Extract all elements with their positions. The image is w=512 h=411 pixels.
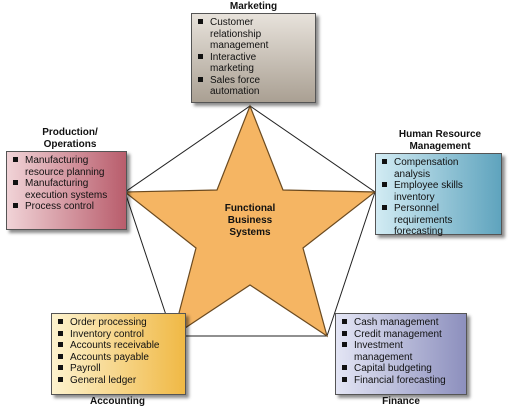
- bullet-icon: [198, 53, 203, 59]
- finance-list: Cash management Credit management Invest…: [342, 317, 462, 386]
- list-item: Accounts payable: [58, 352, 181, 364]
- hr-box: Compensation analysis Employee skills in…: [375, 153, 502, 238]
- list-item: forecasting: [394, 226, 443, 237]
- hr-list: Compensation analysis Employee skills in…: [382, 157, 497, 238]
- list-item: inventory: [394, 191, 435, 203]
- bullet-icon: [58, 365, 63, 370]
- bullet-icon: [58, 353, 63, 359]
- center-label-line2: Business: [227, 215, 273, 226]
- bullet-icon: [58, 342, 63, 347]
- bullet-icon: [58, 330, 63, 336]
- center-label: Functional Business Systems: [208, 203, 292, 239]
- list-item: Customer: [198, 17, 311, 29]
- hr-box-bg: [375, 153, 502, 235]
- production-heading: Production/ Operations: [42, 127, 98, 150]
- list-item: analysis: [394, 168, 431, 180]
- bullet-icon: [342, 365, 347, 370]
- list-item: Personnel requirements: [382, 203, 497, 226]
- finance-heading: Finance: [382, 396, 420, 407]
- list-item: Employee skills: [382, 180, 497, 192]
- list-item: Process control: [13, 201, 122, 213]
- pentagon-outline: [124, 105, 376, 337]
- list-item: Capital budgeting: [342, 363, 462, 375]
- list-item: Interactive: [198, 52, 311, 64]
- list-item: management: [210, 40, 269, 51]
- bullet-icon: [382, 159, 387, 164]
- center-label-line1: Functional: [224, 203, 276, 214]
- production-list: Manufacturing resource planning Manufact…: [13, 155, 122, 213]
- marketing-box: Customer relationship management Interac…: [191, 13, 316, 103]
- list-item: Cash management: [342, 317, 462, 329]
- accounting-heading: Accounting: [90, 396, 145, 407]
- list-item: General ledger: [58, 375, 181, 387]
- list-item: Credit management: [342, 329, 462, 341]
- bullet-icon: [342, 342, 347, 347]
- bullet-icon: [198, 19, 203, 24]
- bullet-icon: [58, 376, 63, 382]
- bullet-icon: [342, 330, 347, 336]
- list-item: Payroll: [58, 363, 181, 375]
- list-item: relationship: [210, 28, 262, 40]
- marketing-list: Customer relationship management Interac…: [198, 17, 311, 98]
- center-label-line3: Systems: [229, 227, 271, 238]
- bullet-icon: [13, 203, 18, 208]
- bullet-icon: [198, 76, 203, 82]
- list-item: Manufacturing: [13, 178, 122, 190]
- production-box: Manufacturing resource planning Manufact…: [6, 151, 127, 230]
- marketing-box-bg: [191, 13, 316, 103]
- finance-box: Cash management Credit management Invest…: [335, 313, 467, 395]
- hr-heading: Human Resource Management: [398, 129, 482, 152]
- list-item: execution systems: [25, 189, 108, 201]
- list-item: Manufacturing: [13, 155, 122, 167]
- list-item: Financial forecasting: [342, 375, 462, 387]
- bullet-icon: [382, 205, 387, 210]
- list-item: Inventory control: [58, 329, 181, 341]
- bullet-icon: [342, 376, 347, 382]
- bullet-icon: [382, 182, 387, 187]
- list-item: marketing: [210, 63, 254, 74]
- accounting-box-bg: [51, 313, 186, 395]
- bullet-icon: [342, 319, 347, 324]
- bullet-icon: [13, 157, 18, 162]
- finance-box-bg: [335, 313, 467, 395]
- list-item: Compensation: [382, 157, 497, 169]
- list-item: Sales force: [198, 75, 311, 87]
- star-shape: [123, 104, 377, 338]
- bullet-icon: [58, 319, 63, 324]
- production-box-bg: [6, 151, 127, 230]
- bullet-icon: [13, 180, 18, 185]
- list-item: Investment management: [342, 340, 462, 363]
- list-item: Order processing: [58, 317, 181, 329]
- list-item: automation: [210, 86, 260, 97]
- list-item: resource planning: [25, 166, 105, 178]
- marketing-heading: Marketing: [229, 1, 278, 12]
- accounting-box: Order processing Inventory control Accou…: [51, 313, 186, 395]
- list-item: Accounts receivable: [58, 340, 181, 352]
- accounting-list: Order processing Inventory control Accou…: [58, 317, 181, 386]
